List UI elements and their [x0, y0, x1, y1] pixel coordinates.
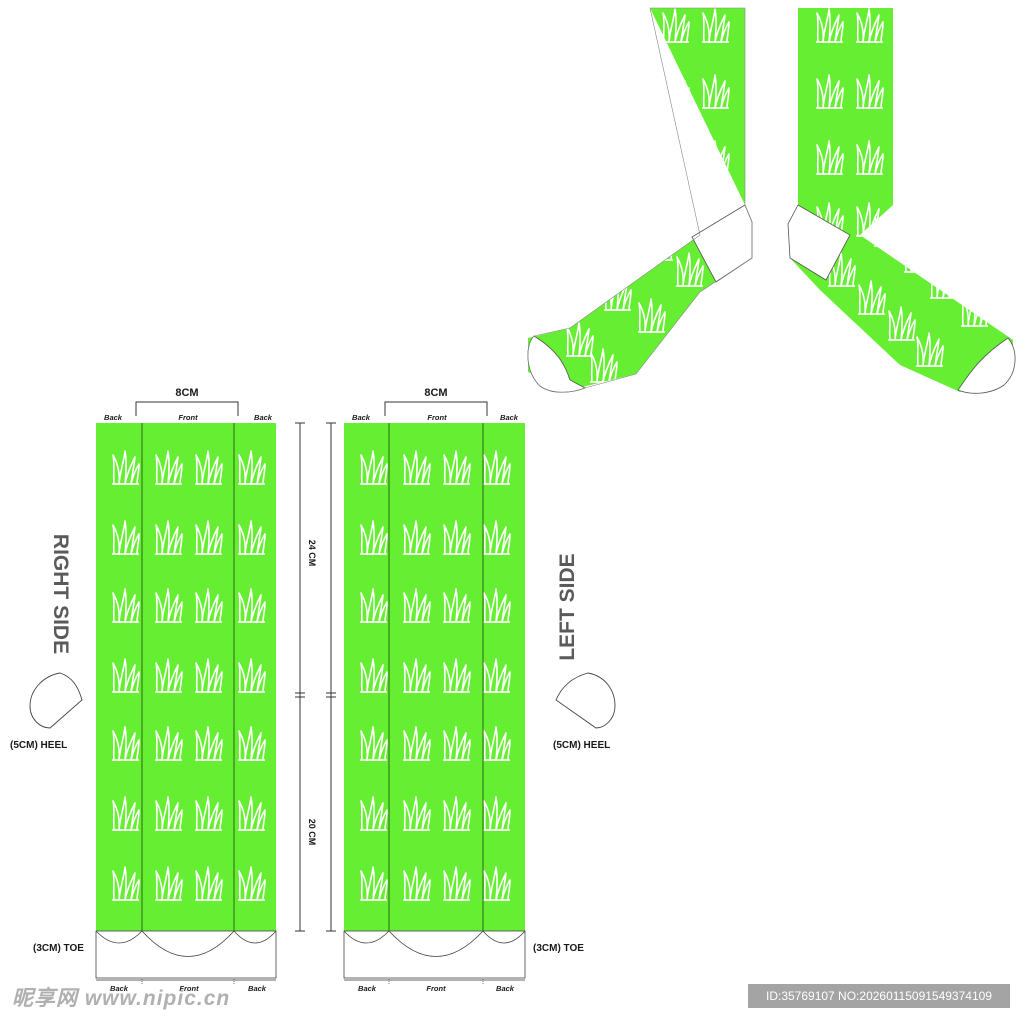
right-bottom-front: Front — [179, 984, 199, 993]
left-toe-label: (3CM) TOE — [533, 943, 584, 954]
left-panel-body — [344, 423, 525, 931]
grass-tuft-icon — [661, 202, 690, 237]
right-toe-area — [95, 930, 277, 979]
right-toe-label: (3CM) TOE — [33, 943, 84, 954]
left-top-back-right: Back — [500, 413, 519, 422]
upper-length-dim: 24 CM — [307, 540, 317, 567]
lower-length-dim: 20 CM — [307, 819, 317, 846]
left-bottom-front: Front — [426, 984, 446, 993]
right-bottom-back-right: Back — [248, 984, 267, 993]
left-heel-piece — [555, 672, 616, 729]
right-side-label: RIGHT SIDE — [49, 534, 72, 654]
right-side-panel: 8CM Back Front Back (3CM) TOE Back Front… — [10, 387, 317, 993]
right-panel-body — [96, 423, 276, 931]
grass-tuft-icon — [645, 226, 674, 261]
left-top-front: Front — [427, 413, 447, 422]
right-width-dim: 8CM — [175, 387, 198, 399]
grass-tuft-icon — [661, 140, 690, 175]
right-top-back-left: Back — [104, 413, 123, 422]
grass-tuft-icon — [903, 238, 932, 273]
sock-left-toe — [957, 337, 1016, 394]
sock-left-heel — [787, 204, 851, 281]
left-bottom-back-left: Back — [358, 984, 377, 993]
left-bottom-back-right: Back — [496, 984, 515, 993]
left-side-panel: 8CM Back Front Back (3CM) TOE Back Front… — [343, 387, 616, 993]
sock-preview-left — [787, 8, 1016, 394]
sock-preview-right — [527, 7, 753, 393]
left-toe-area — [343, 930, 526, 979]
left-side-label: LEFT SIDE — [556, 553, 579, 660]
left-heel-label: (5CM) HEEL — [553, 740, 610, 751]
right-bottom-back-left: Back — [110, 984, 129, 993]
right-heel-piece — [29, 672, 83, 729]
image-id-watermark: ID:35769107 NO:20260115091549374109 — [748, 984, 1010, 1008]
left-top-back-left: Back — [352, 413, 371, 422]
right-top-back-right: Back — [254, 413, 273, 422]
left-width-dim: 8CM — [424, 387, 447, 399]
right-top-front: Front — [178, 413, 198, 422]
site-watermark: 昵享网 www.nipic.cn — [12, 987, 231, 1010]
right-heel-label: (5CM) HEEL — [10, 740, 67, 751]
